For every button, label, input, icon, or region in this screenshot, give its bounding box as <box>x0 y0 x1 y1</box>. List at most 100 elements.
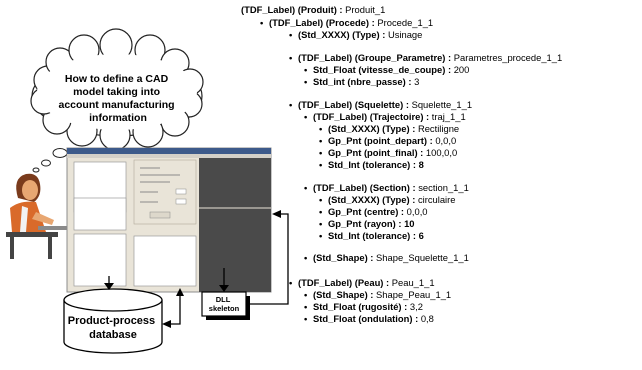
bullet: • <box>289 277 293 288</box>
tree-key: (Std_XXXX) (Type) <box>328 194 410 205</box>
cloud-line-3: account manufacturing <box>58 99 174 111</box>
database-icon: Product-process database <box>63 288 163 354</box>
tree-key: (Std_XXXX) (Type) <box>298 29 380 40</box>
bullet: • <box>304 64 308 75</box>
separator: : <box>409 194 418 205</box>
bullet: • <box>304 76 308 87</box>
tree-line: • (Std_XXXX) (Type) : Usinage <box>289 29 422 40</box>
tree-value: Produit_1 <box>345 4 386 15</box>
tree-value: 0,8 <box>420 313 434 324</box>
tree-line: •Std_Int (tolerance) : 8 <box>319 159 424 170</box>
tree-line: •Std_Float (rugosité) : 3,2 <box>304 301 423 312</box>
separator: : <box>410 159 419 170</box>
arrowhead-app-to-db <box>104 283 114 290</box>
separator: : <box>403 99 412 110</box>
tree-key: (TDF_Label) (Squelette) <box>298 99 404 110</box>
thought-cloud: How to define a CAD model taking into ac… <box>30 28 204 173</box>
tree-value: 0,0,0 <box>435 135 457 146</box>
separator: : <box>412 313 421 324</box>
separator: : <box>405 76 415 87</box>
application-window <box>66 147 272 293</box>
arrowhead-to-app <box>176 288 184 296</box>
separator: : <box>367 289 377 300</box>
bullet: • <box>319 218 323 229</box>
bullet: • <box>319 230 323 241</box>
tree-key: Gp_Pnt (point_depart) <box>328 135 427 146</box>
tree-key: Gp_Pnt (point_final) <box>328 147 418 158</box>
tree-line: •(TDF_Label) (Peau) : Peau_1_1 <box>289 277 435 288</box>
tree-value: 200 <box>453 64 470 75</box>
tree-value: 3 <box>414 76 420 87</box>
cloud-line-1: How to define a CAD <box>65 73 169 85</box>
person-icon <box>6 173 68 259</box>
db-to-app-connector <box>170 296 181 325</box>
tree-value: Shape_Squelette_1_1 <box>376 252 469 263</box>
bullet: • <box>289 52 293 63</box>
bullet: • <box>319 123 323 134</box>
tree-key: Std_Float (ondulation) <box>313 313 413 324</box>
database-label-2: database <box>89 329 137 341</box>
tree-value: Shape_Peau_1_1 <box>376 289 452 300</box>
arrowhead-to-db <box>162 320 171 328</box>
tree-line: • (TDF_Label) (Trajectoire) : traj_1_1 <box>304 111 466 122</box>
tree-value: 100,0,0 <box>425 147 458 158</box>
separator: : <box>409 182 419 193</box>
tree-line: • (TDF_Label) (Groupe_Parametre) : Parame… <box>289 52 562 63</box>
tree-line: • (Std_Shape) : Shape_Peau_1_1 <box>304 289 451 300</box>
tree-key: (TDF_Label) (Peau) <box>298 277 384 288</box>
tree-value: Parametres_procede_1_1 <box>453 52 563 63</box>
tree-line: •Gp_Pnt (centre) : 0,0,0 <box>319 206 428 217</box>
dll-label-2: skeleton <box>209 304 240 313</box>
arrowheads <box>104 210 281 328</box>
bullet: • <box>304 289 308 300</box>
tree-line: •(TDF_Label) (Section) : section_1_1 <box>304 182 469 193</box>
tree-line: •Gp_Pnt (point_depart) : 0,0,0 <box>319 135 456 146</box>
cloud-line-4: information <box>89 112 147 124</box>
tree-key: (TDF_Label) (Trajectoire) <box>313 111 424 122</box>
separator: : <box>367 252 377 263</box>
svg-text:DLL skeleton: DLL skeleton <box>209 295 240 313</box>
separator: : <box>409 123 418 134</box>
tree-key: (Std_Shape) <box>313 252 368 263</box>
tree-line: •Std_Float (ondulation) : 0,8 <box>304 313 434 324</box>
tree-line: •Gp_Pnt (rayon) : 10 <box>319 218 415 229</box>
separator: : <box>379 29 388 40</box>
tree-line: • (Std_Shape) : Shape_Squelette_1_1 <box>304 252 469 263</box>
tree-value: Squelette_1_1 <box>411 99 473 110</box>
separator: : <box>410 230 419 241</box>
tree-line: •(Std_XXXX) (Type) : Rectiligne <box>319 123 459 134</box>
tree-key: Std_int (nbre_passe) <box>313 76 406 87</box>
bullet: • <box>289 29 293 40</box>
tree-value: Usinage <box>387 29 423 40</box>
separator: : <box>423 111 432 122</box>
bullet: • <box>319 194 323 205</box>
tree-value: Peau_1_1 <box>391 277 435 288</box>
tree-key: (Std_XXXX) (Type) <box>328 123 410 134</box>
cloud-line-2: model taking into <box>73 86 160 98</box>
tree-key: (Std_Shape) <box>313 289 368 300</box>
tree-value: traj_1_1 <box>431 111 466 122</box>
tree-line: (TDF_Label) (Produit) : Produit_1 <box>241 4 385 15</box>
separator: : <box>445 52 454 63</box>
tree-key: (TDF_Label) (Procede) <box>269 17 370 28</box>
tree-key: Gp_Pnt (centre) <box>328 206 399 217</box>
tree-key: (TDF_Label) (Section) <box>313 182 410 193</box>
tree-line: • Std_int (nbre_passe) : 3 <box>304 76 419 87</box>
tree-key: Gp_Pnt (rayon) <box>328 218 396 229</box>
bullet: • <box>319 135 323 146</box>
separator: : <box>417 147 426 158</box>
separator: : <box>369 17 378 28</box>
tree-value: 3,2 <box>409 301 423 312</box>
tree-key: (TDF_Label) (Groupe_Parametre) <box>298 52 446 63</box>
tree-line: • Gp_Pnt (point_final) : 100,0,0 <box>319 147 457 158</box>
tree-key: (TDF_Label) (Produit) <box>241 4 337 15</box>
bullet: • <box>319 147 323 158</box>
bullet: • <box>289 99 293 110</box>
tree-line: •Std_Int (tolerance) : 6 <box>319 230 424 241</box>
separator: : <box>336 4 346 15</box>
bullet: • <box>319 159 323 170</box>
bullet: • <box>304 252 308 263</box>
bullet: • <box>304 111 308 122</box>
arrowhead-dll-to-app <box>272 210 281 218</box>
